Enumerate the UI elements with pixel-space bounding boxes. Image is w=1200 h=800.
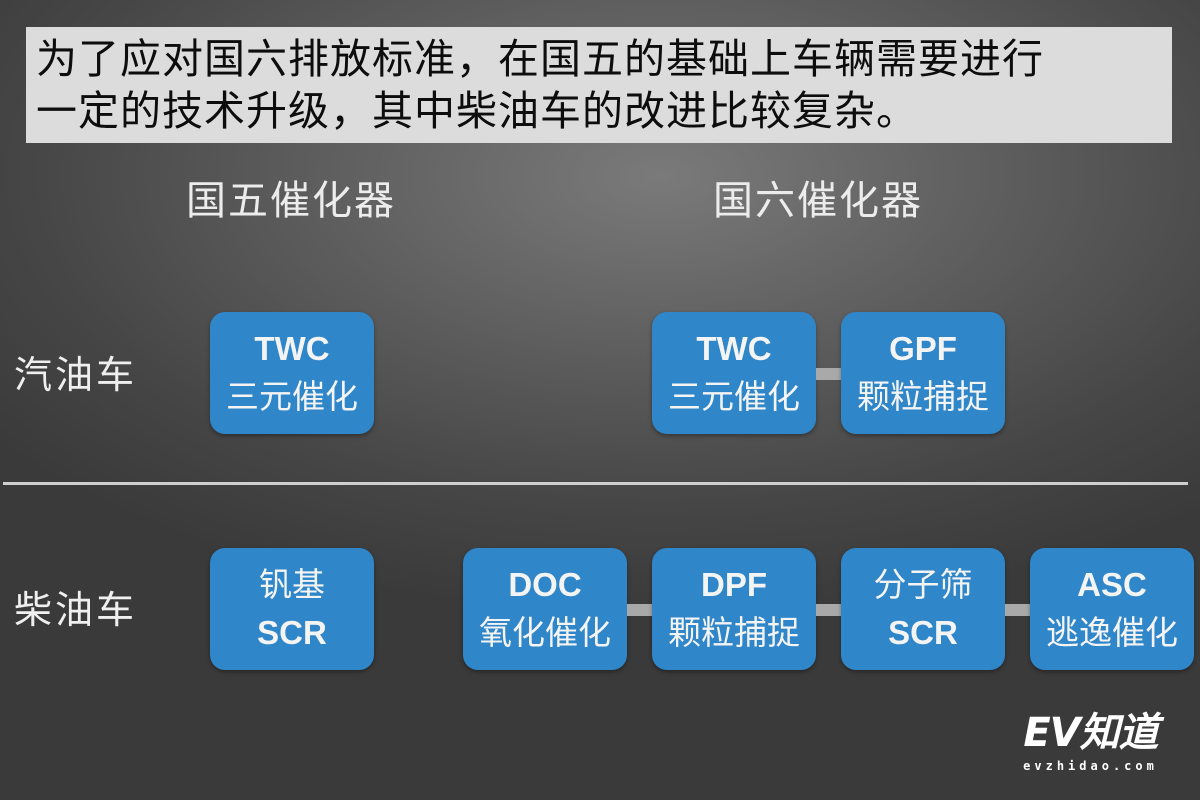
catalyst-code: TWC [696,330,772,367]
catalyst-code: TWC [254,330,330,367]
catalyst-code: ASC [1077,566,1147,603]
catalyst-code: SCR [888,614,958,651]
catalyst-code: DOC [508,566,582,603]
caption-box: 为了应对国六排放标准，在国五的基础上车辆需要进行 一定的技术升级，其中柴油车的改… [26,27,1172,143]
catalyst-name: 三元催化 [226,377,358,416]
catalyst-name: 逃逸催化 [1046,613,1178,652]
catalyst-code: DPF [701,566,767,603]
connector-doc-dpf [627,604,653,616]
catalyst-box-diesel-guo5-vscr: 钒基 SCR [210,548,374,670]
catalyst-code: SCR [257,614,327,651]
logo-domain: evzhidao.com [1023,759,1158,773]
catalyst-name: 颗粒捕捉 [857,377,989,416]
catalyst-box-gasoline-guo6-twc: TWC 三元催化 [652,312,816,434]
catalyst-name: 三元催化 [668,377,800,416]
connector-twc-gpf [816,368,842,380]
catalyst-box-diesel-guo6-zeolite-scr: 分子筛 SCR [841,548,1005,670]
catalyst-box-diesel-guo6-dpf: DPF 颗粒捕捉 [652,548,816,670]
catalyst-name: 氧化催化 [479,613,611,652]
catalyst-box-diesel-guo6-doc: DOC 氧化催化 [463,548,627,670]
row-label-gasoline: 汽油车 [14,353,138,397]
catalyst-name: 分子筛 [873,565,973,604]
logo-brand: EV知道 [1023,710,1158,756]
catalyst-box-gasoline-guo5-twc: TWC 三元催化 [210,312,374,434]
connector-scr-asc [1005,604,1031,616]
caption-line-2: 一定的技术升级，其中柴油车的改进比较复杂。 [36,87,918,135]
catalyst-box-gasoline-guo6-gpf: GPF 颗粒捕捉 [841,312,1005,434]
column-title-guo6: 国六催化器 [713,178,923,224]
row-label-diesel: 柴油车 [14,588,138,632]
connector-dpf-scr [816,604,842,616]
catalyst-name: 颗粒捕捉 [668,613,800,652]
evzhidao-logo: EV知道 evzhidao.com [1003,710,1178,785]
column-title-guo5: 国五催化器 [186,178,396,224]
catalyst-box-diesel-guo6-asc: ASC 逃逸催化 [1030,548,1194,670]
catalyst-name: 钒基 [259,565,325,604]
catalyst-code: GPF [889,330,957,367]
caption-line-1: 为了应对国六排放标准，在国五的基础上车辆需要进行 [36,35,1044,83]
row-divider [3,482,1188,485]
